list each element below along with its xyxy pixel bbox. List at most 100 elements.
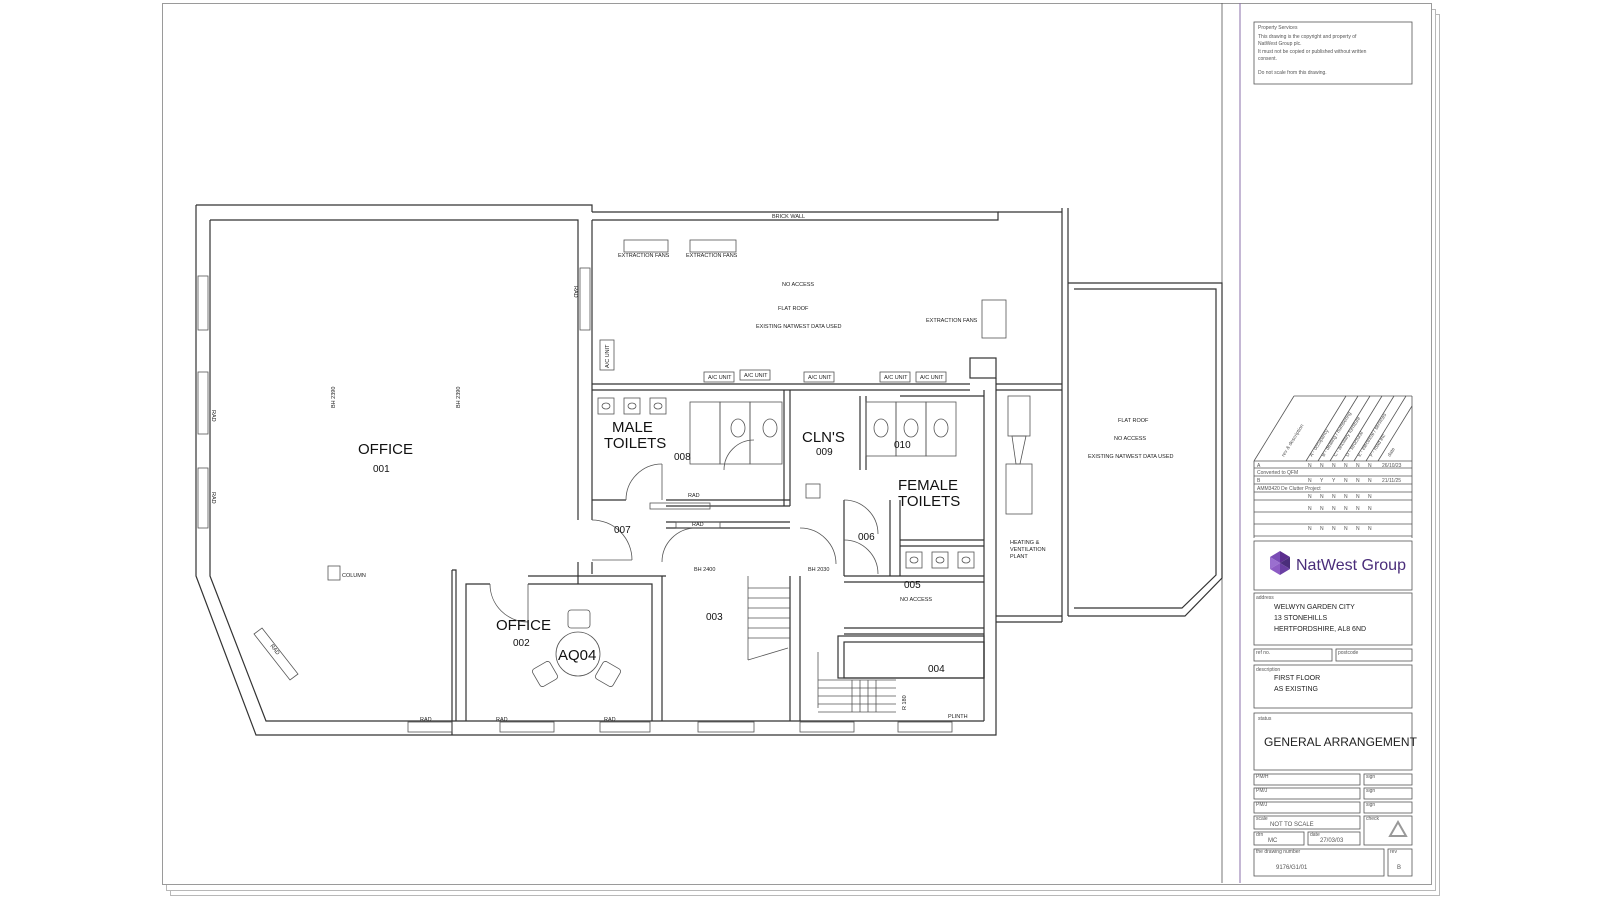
room-number: 005: [904, 580, 921, 591]
male-toilets-label: MALE: [612, 419, 653, 436]
revision-row: N N N N N N: [1308, 494, 1372, 500]
svg-text:N: N: [1356, 526, 1360, 532]
svg-text:Y: Y: [1320, 478, 1324, 484]
svg-text:AMM3420 De Clutter Project: AMM3420 De Clutter Project: [1257, 486, 1321, 492]
svg-text:N: N: [1368, 526, 1372, 532]
room-label-office-001: OFFICE: [358, 441, 413, 458]
meeting-table: [532, 609, 621, 687]
extraction-fans-label: EXTRACTION FANS: [686, 253, 738, 259]
radiator-label: RAD: [572, 286, 578, 298]
radiator-label: RAD: [604, 717, 616, 723]
postcode-caption: postcode: [1338, 650, 1359, 656]
rev-caption: rev: [1390, 849, 1397, 855]
notes-line: consent.: [1258, 56, 1277, 62]
ac-unit-label: A/C UNIT: [708, 375, 732, 381]
rev-header: rev & description: [1281, 423, 1306, 458]
checked-box: [1363, 815, 1413, 846]
address-line: 13 STONEHILLS: [1274, 615, 1328, 622]
radiator-label: RAD: [688, 493, 700, 499]
description-line: FIRST FLOOR: [1274, 675, 1320, 682]
door-swings: [489, 439, 879, 623]
svg-text:N: N: [1308, 478, 1312, 484]
revision-row: B N Y Y N N N 21/11/25 AMM3420 De Clutte…: [1257, 478, 1401, 492]
column-label: COLUMN: [342, 573, 366, 579]
svg-text:N: N: [1368, 506, 1372, 512]
description-line: AS EXISTING: [1274, 686, 1318, 693]
svg-text:N: N: [1344, 478, 1348, 484]
revision-table: [1253, 395, 1413, 538]
svg-text:Y: Y: [1332, 478, 1336, 484]
extraction-fans-label: EXTRACTION FANS: [926, 318, 978, 324]
sign-caption: sign: [1366, 802, 1375, 808]
svg-text:N: N: [1308, 463, 1312, 469]
room-number: 001: [373, 464, 390, 475]
status-value: GENERAL ARRANGEMENT: [1264, 735, 1418, 749]
svg-text:N: N: [1332, 506, 1336, 512]
extraction-fans-label: EXTRACTION FANS: [618, 253, 670, 259]
plant-label: PLANT: [1010, 554, 1028, 560]
notes-heading: Property Services: [1258, 25, 1298, 31]
sign-row: [1253, 787, 1361, 800]
sign-caption: sign: [1366, 788, 1375, 794]
svg-text:N: N: [1332, 526, 1336, 532]
windows: [197, 267, 953, 733]
notes-box: [1253, 21, 1413, 85]
svg-text:A: A: [1257, 463, 1261, 469]
svg-text:26/10/23: 26/10/23: [1382, 463, 1402, 469]
svg-text:N: N: [1344, 506, 1348, 512]
flat-roof-label: FLAT ROOF: [778, 306, 809, 312]
scale-caption: scale: [1256, 816, 1268, 822]
plinth-label: PLINTH: [948, 714, 968, 720]
svg-text:N: N: [1308, 506, 1312, 512]
svg-text:N: N: [1356, 494, 1360, 500]
ref-box: [1253, 648, 1333, 662]
svg-text:N: N: [1344, 463, 1348, 469]
svg-text:N: N: [1308, 526, 1312, 532]
drawing-number-caption: the drawing number: [1256, 849, 1301, 855]
date-box: [1307, 831, 1361, 846]
radiator-label: RAD: [210, 410, 216, 422]
date-value: 27/03/03: [1320, 838, 1344, 844]
sign-row: [1363, 787, 1413, 800]
sign-row: [1363, 801, 1413, 814]
no-access-label: NO ACCESS: [782, 282, 814, 288]
plant-label: HEATING &: [1010, 540, 1040, 546]
svg-text:N: N: [1356, 463, 1360, 469]
riser-label: R 180: [902, 695, 908, 710]
ac-unit-label: A/C UNIT: [605, 344, 611, 368]
address-box: [1253, 592, 1413, 646]
address-line: WELWYN GARDEN CITY: [1274, 604, 1355, 611]
female-toilets-label: TOILETS: [898, 493, 960, 510]
natwest-logo-icon: [1270, 551, 1290, 575]
sign-caption: PM/J: [1256, 802, 1268, 808]
ac-unit-label: A/C UNIT: [808, 375, 832, 381]
svg-text:N: N: [1320, 506, 1324, 512]
rev-box: [1387, 848, 1413, 877]
room-number: 009: [816, 447, 833, 458]
postcode-box: [1335, 648, 1413, 662]
cleaners-label: CLN'S: [802, 429, 845, 446]
svg-text:N: N: [1344, 526, 1348, 532]
revision-row: N N N N N N: [1308, 526, 1372, 532]
sign-row: [1363, 773, 1413, 786]
svg-text:B: B: [1257, 478, 1261, 484]
plant-label: VENTILATION: [1010, 547, 1046, 553]
room-number: 008: [674, 452, 691, 463]
sign-row: [1253, 801, 1361, 814]
svg-text:N: N: [1356, 506, 1360, 512]
rev-value: B: [1397, 865, 1401, 871]
rev-header: date: [1387, 446, 1397, 458]
revision-row: N N N N N N: [1308, 506, 1372, 512]
ceiling-height-label: BH 2400: [694, 567, 715, 573]
scale-value: NOT TO SCALE: [1270, 822, 1314, 828]
notes-line: Do not scale from this drawing.: [1258, 70, 1327, 76]
room-label-office-002: OFFICE: [496, 617, 551, 634]
column-marker: [327, 565, 341, 581]
radiator-label: RAD: [210, 492, 216, 504]
svg-text:N: N: [1320, 526, 1324, 532]
logo-box: [1253, 540, 1413, 591]
notes-line: It must not be copied or published witho…: [1258, 49, 1367, 55]
radiator-label: RAD: [420, 717, 432, 723]
description-box: [1253, 664, 1413, 709]
